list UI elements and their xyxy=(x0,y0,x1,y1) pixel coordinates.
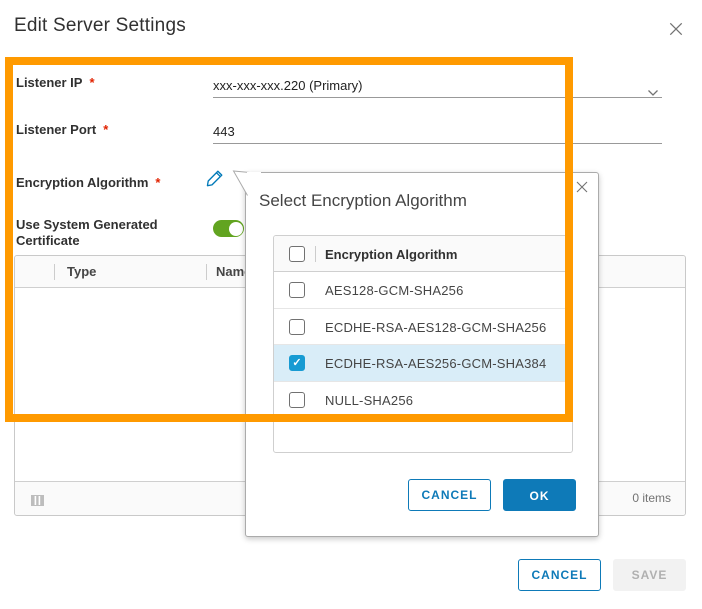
columns-icon[interactable] xyxy=(31,493,44,511)
algorithm-label: AES128-GCM-SHA256 xyxy=(325,283,464,298)
algorithm-row[interactable]: ✓ ECDHE-RSA-AES256-GCM-SHA384 xyxy=(274,345,572,382)
pencil-icon[interactable] xyxy=(205,168,227,190)
items-count: 0 items xyxy=(632,491,671,505)
column-separator xyxy=(315,246,316,262)
encryption-algorithm-label: Encryption Algorithm* xyxy=(16,175,161,190)
page-title: Edit Server Settings xyxy=(14,15,186,36)
column-header-type: Type xyxy=(67,264,97,279)
listener-port-value: 443 xyxy=(213,124,235,139)
algorithm-label: NULL-SHA256 xyxy=(325,392,414,408)
algorithm-row[interactable]: AES128-GCM-SHA256 xyxy=(274,272,572,309)
dialog-close-icon[interactable] xyxy=(668,21,688,41)
algorithm-row[interactable]: NULL-SHA256 xyxy=(274,381,572,418)
column-header-name: Name xyxy=(216,264,252,279)
required-marker: * xyxy=(103,122,109,137)
checked-checkbox[interactable]: ✓ xyxy=(289,355,305,371)
unchecked-checkbox[interactable] xyxy=(289,318,305,335)
save-button[interactable]: SAVE xyxy=(613,559,686,591)
select-encryption-algorithm-modal: Select Encryption Algorithm Encryption A… xyxy=(232,170,599,537)
listener-ip-select[interactable]: xxx-xxx-xxx.220 (Primary) xyxy=(213,76,662,98)
cancel-button[interactable]: CANCEL xyxy=(518,559,601,591)
modal-close-icon[interactable] xyxy=(575,180,591,196)
select-all-checkbox[interactable] xyxy=(289,246,305,262)
chevron-down-icon[interactable] xyxy=(647,83,659,103)
algorithm-row[interactable]: ECDHE-RSA-AES128-GCM-SHA256 xyxy=(274,308,572,345)
toggle-knob xyxy=(228,221,243,236)
unchecked-checkbox[interactable] xyxy=(289,391,305,408)
system-certificate-toggle[interactable] xyxy=(213,220,244,237)
modal-title: Select Encryption Algorithm xyxy=(259,191,467,210)
system-certificate-label: Use System Generated Certificate xyxy=(16,217,158,248)
algorithm-label: ECDHE-RSA-AES256-GCM-SHA384 xyxy=(325,356,547,371)
algorithm-table-header: Encryption Algorithm xyxy=(274,236,572,272)
listener-ip-value: xxx-xxx-xxx.220 (Primary) xyxy=(213,78,363,93)
listener-port-label: Listener Port* xyxy=(16,122,109,137)
listener-port-input[interactable]: 443 xyxy=(213,122,662,144)
column-separator xyxy=(54,264,55,280)
popover-pointer xyxy=(232,170,262,196)
algorithm-column-header: Encryption Algorithm xyxy=(325,247,458,262)
required-marker: * xyxy=(155,175,161,190)
modal-ok-button[interactable]: OK xyxy=(503,479,576,511)
algorithm-label: ECDHE-RSA-AES128-GCM-SHA256 xyxy=(325,319,547,335)
column-separator xyxy=(206,264,207,280)
required-marker: * xyxy=(89,75,95,90)
modal-cancel-button[interactable]: CANCEL xyxy=(408,479,491,511)
listener-ip-label: Listener IP* xyxy=(16,75,95,90)
unchecked-checkbox[interactable] xyxy=(289,282,305,298)
